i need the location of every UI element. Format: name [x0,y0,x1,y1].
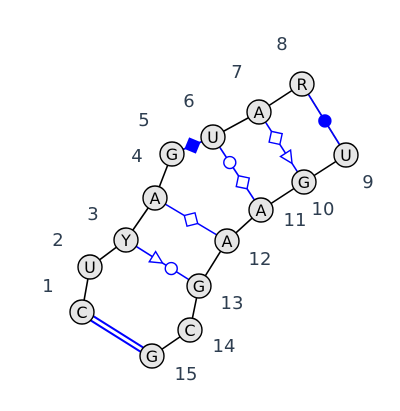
nucleotide-node-5 [159,141,185,167]
nucleotide-letter-9: U [340,146,352,165]
nucleotide-letter-15: G [146,347,158,366]
interaction-6-11-square-glyph [235,174,251,190]
nucleotide-letter-13: G [193,277,205,296]
nucleotide-node-9 [333,142,359,168]
nucleotide-index-12: 12 [249,249,272,270]
nucleotide-letter-3: Y [120,231,131,250]
pair-layer [80,83,347,359]
nucleotide-index-4: 4 [131,146,142,167]
nucleotide-node-15 [139,343,165,369]
nucleotide-letter-4: A [150,189,161,208]
nucleotide-index-3: 3 [87,204,98,225]
nucleotide-letter-11: A [256,201,267,220]
nucleotide-index-1: 1 [42,276,53,297]
nucleotide-index-8: 8 [276,34,287,55]
nucleotide-index-11: 11 [284,210,307,231]
nucleotide-letter-10: G [298,173,310,192]
interaction-6-11-circle-glyph [223,155,237,170]
interaction-3-13-circle-glyph [164,261,178,276]
interaction-7-10-line [258,111,305,183]
nucleotide-node-3 [113,227,139,253]
nucleotide-letter-1: C [76,303,87,322]
interaction-5-6-square-glyph [184,137,201,154]
nucleotide-letter-14: C [184,321,195,340]
nucleotide-index-13: 13 [221,293,244,314]
nucleotide-node-7 [246,99,272,125]
interaction-1-15-line-1 [80,313,152,359]
nucleotide-node-8 [289,71,315,97]
nucleotide-index-6: 6 [183,91,194,112]
nucleotide-letter-7: A [254,103,265,122]
nucleotide-letter-6: U [207,128,219,147]
interaction-7-10-triangle-glyph [279,148,293,165]
nucleotide-letter-2: U [84,258,96,277]
nucleotide-index-5: 5 [138,110,149,131]
nucleotide-index-7: 7 [231,62,242,83]
nucleotide-index-9: 9 [362,172,373,193]
nucleotide-node-4 [142,185,168,211]
nucleotide-node-10 [291,169,317,195]
nucleotide-node-11 [248,197,274,223]
nucleotide-node-6 [200,124,226,150]
nucleotide-node-13 [186,273,212,299]
nucleotide-letter-12: A [222,232,233,251]
interaction-8-9-circle-glyph [318,114,332,128]
nucleotide-index-14: 14 [213,336,236,357]
nucleotide-letter-8: R [296,75,307,94]
interaction-3-13-triangle-glyph [148,250,164,264]
nucleotide-index-2: 2 [52,230,63,251]
interaction-4-12-square-glyph [183,211,199,228]
nucleotide-index-15: 15 [175,364,198,385]
interaction-1-15-line-2 [82,309,154,355]
nucleotide-index-10: 10 [312,199,335,220]
nucleotide-node-12 [214,228,240,254]
nucleotide-letter-5: G [166,145,178,164]
interaction-7-10-square-glyph [268,130,284,146]
nucleotide-node-2 [77,254,103,280]
interaction-6-11-line [212,136,262,211]
nucleotide-node-1 [69,299,95,325]
nucleotide-node-14 [177,317,203,343]
node-layer: C U Y A G U A R U G A A G C G [69,71,359,369]
